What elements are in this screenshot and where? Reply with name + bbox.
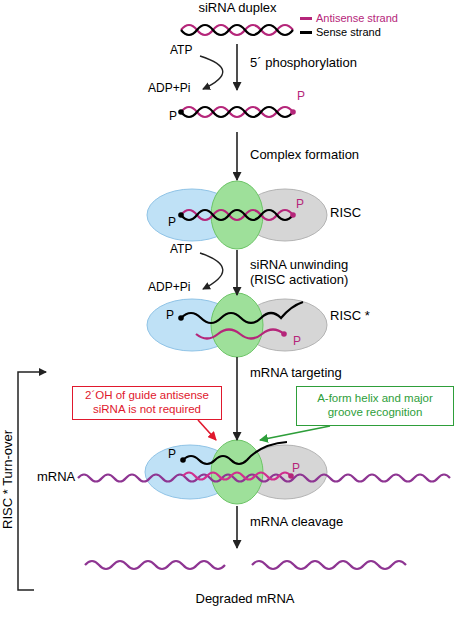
step-label: mRNA cleavage — [250, 515, 410, 530]
phosphate-dot — [178, 315, 184, 321]
cofactor-label: ATP — [170, 44, 192, 58]
step-label: Complex formation — [250, 148, 410, 163]
degraded-mrna: Degraded mRNA — [70, 548, 420, 616]
cycle-label: RISC * Turn-over — [1, 414, 16, 544]
node-text: P — [169, 110, 177, 124]
antisense-strand — [183, 473, 291, 480]
legend-text: Sense strand — [316, 26, 381, 38]
antisense-strand — [196, 330, 284, 339]
phosphate-dot — [178, 212, 184, 218]
mrna-fragment — [85, 561, 225, 569]
sense-strand — [181, 107, 293, 117]
node-text: Degraded mRNA — [70, 592, 420, 607]
antisense-strand — [181, 107, 293, 117]
flow-arrow — [236, 132, 238, 180]
node-text: P — [168, 216, 176, 230]
risc-subunit — [211, 181, 263, 249]
risc-subunit — [211, 293, 263, 357]
atp-arrow — [200, 253, 223, 289]
sense-strand — [181, 210, 293, 220]
node-text: P — [296, 198, 304, 212]
node-text: P — [166, 309, 174, 323]
note-box: A-form helix and major groove recognitio… — [296, 386, 454, 426]
stage-phosphorylated: PP — [165, 90, 310, 132]
sense-strand — [181, 25, 293, 35]
legend-row: Antisense strand — [300, 12, 398, 24]
sense-strand — [183, 442, 287, 464]
node-text: RISC — [330, 206, 361, 221]
node-text: P — [168, 448, 176, 462]
sense-strand — [181, 302, 303, 323]
cofactor-label: ADP+Pi — [148, 281, 190, 295]
flow-arrow — [236, 250, 238, 295]
phosphate-dot — [290, 212, 296, 218]
phosphate-dot — [178, 109, 184, 115]
targeting-complex: mRNA P P — [35, 440, 455, 506]
node-text: P — [292, 462, 300, 476]
flow-arrow — [236, 506, 238, 548]
antisense-strand — [181, 25, 293, 35]
stage-duplex: siRNA duplex — [160, 0, 315, 44]
cofactor-label: ATP — [170, 243, 192, 257]
step-label: siRNA unwinding (RISC activation) — [250, 258, 370, 288]
legend-swatch — [300, 17, 312, 20]
legend-text: Antisense strand — [316, 12, 398, 24]
node-text: P — [293, 335, 301, 349]
step-label: mRNA targeting — [250, 366, 410, 381]
flow-arrow — [236, 44, 238, 90]
note-box: 2´OH of guide antisense siRNA is not req… — [72, 386, 222, 420]
phosphate-dot — [290, 109, 296, 115]
mrna-strand — [78, 475, 450, 482]
flow-arrow — [198, 420, 216, 440]
antisense-strand — [181, 210, 293, 220]
flow-arrow — [260, 426, 330, 440]
step-label: 5´ phosphorylation — [250, 56, 410, 71]
legend-swatch — [300, 31, 312, 34]
mrna-fragment — [252, 561, 406, 569]
node-text: P — [297, 90, 305, 104]
node-text: mRNA — [37, 470, 75, 485]
atp-arrow — [200, 56, 223, 89]
legend-row: Sense strand — [300, 26, 381, 38]
node-text: A-form helix and major groove recognitio… — [301, 392, 449, 420]
active-risc-complex: RISC * P P — [140, 295, 372, 357]
phosphate-dot — [180, 457, 186, 463]
node-text: RISC * — [330, 309, 370, 324]
node-text: siRNA duplex — [160, 1, 315, 16]
phosphate-dot — [281, 331, 287, 337]
risc-complex: RISC P P — [140, 180, 372, 250]
cofactor-label: ADP+Pi — [148, 82, 190, 96]
node-text: 2´OH of guide antisense siRNA is not req… — [77, 389, 217, 417]
flow-arrow — [236, 357, 238, 440]
